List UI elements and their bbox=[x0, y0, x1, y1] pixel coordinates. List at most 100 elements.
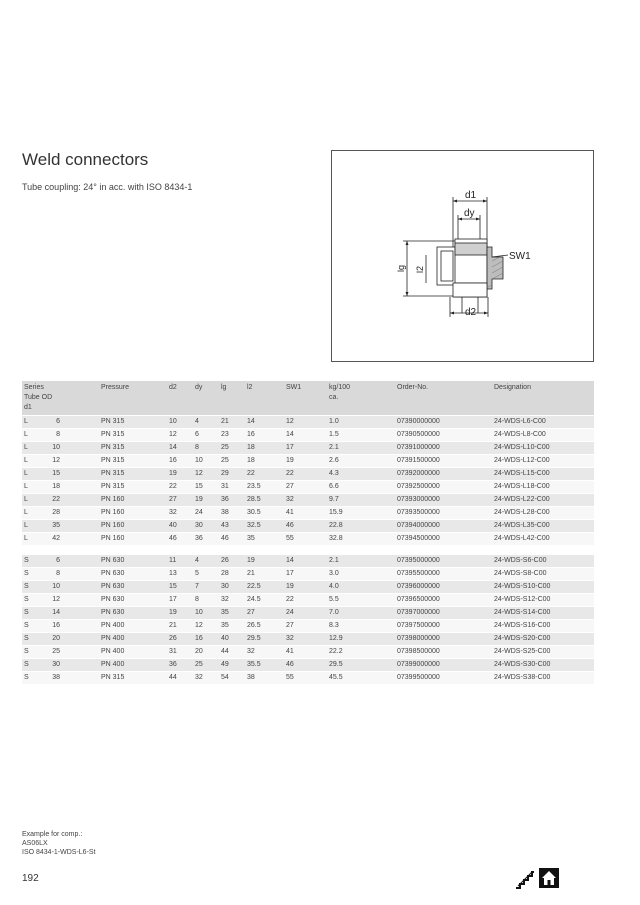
cell-weight: 8.3 bbox=[329, 622, 339, 629]
table-group-spacer bbox=[22, 546, 594, 555]
cell-series: L bbox=[24, 522, 28, 529]
cell-dy: 24 bbox=[195, 509, 203, 516]
cell-series: L bbox=[24, 418, 28, 425]
cell-d2: 22 bbox=[169, 483, 177, 490]
cell-d2: 40 bbox=[169, 522, 177, 529]
cell-pressure: PN 315 bbox=[101, 444, 125, 451]
cell-order-no: 07392500000 bbox=[397, 483, 440, 490]
cell-lg: 46 bbox=[221, 535, 229, 542]
cell-pressure: PN 630 bbox=[101, 596, 125, 603]
cell-pressure: PN 400 bbox=[101, 635, 125, 642]
cell-weight: 45.5 bbox=[329, 674, 343, 681]
stairs-icon[interactable] bbox=[515, 869, 535, 889]
cell-d2: 26 bbox=[169, 635, 177, 642]
cell-dy: 15 bbox=[195, 483, 203, 490]
cell-weight: 2.1 bbox=[329, 444, 339, 451]
cell-pressure: PN 315 bbox=[101, 483, 125, 490]
l2-label: l2 bbox=[415, 266, 425, 273]
cell-sw1: 27 bbox=[286, 483, 294, 490]
cell-series: S bbox=[24, 674, 29, 681]
weld-connector-drawing: d1 dy SW1 d2 lg l2 bbox=[396, 190, 531, 318]
cell-designation: 24-WDS-S16-C00 bbox=[494, 622, 551, 629]
cell-series: L bbox=[24, 444, 28, 451]
cell-designation: 24-WDS-L12-C00 bbox=[494, 457, 550, 464]
cell-pressure: PN 315 bbox=[101, 457, 125, 464]
cell-pressure: PN 160 bbox=[101, 509, 125, 516]
cell-order-no: 07397000000 bbox=[397, 609, 440, 616]
cell-pressure: PN 315 bbox=[101, 418, 125, 425]
sw1-leader-line bbox=[491, 254, 509, 258]
cell-designation: 24-WDS-S14-C00 bbox=[494, 609, 551, 616]
cell-sw1: 32 bbox=[286, 635, 294, 642]
cell-order-no: 07394000000 bbox=[397, 522, 440, 529]
cell-l2: 35 bbox=[247, 535, 255, 542]
cell-sw1: 46 bbox=[286, 661, 294, 668]
cell-lg: 43 bbox=[221, 522, 229, 529]
cell-weight: 4.3 bbox=[329, 470, 339, 477]
cell-weight: 15.9 bbox=[329, 509, 343, 516]
cell-lg: 26 bbox=[221, 557, 229, 564]
header-lg: lg bbox=[221, 384, 227, 391]
cell-dy: 32 bbox=[195, 674, 203, 681]
cell-dy: 12 bbox=[195, 622, 203, 629]
cell-series: L bbox=[24, 496, 28, 503]
cell-d2: 14 bbox=[169, 444, 177, 451]
cell-d2: 32 bbox=[169, 509, 177, 516]
cell-weight: 29.5 bbox=[329, 661, 343, 668]
cell-weight: 4.0 bbox=[329, 583, 339, 590]
cell-d2: 31 bbox=[169, 648, 177, 655]
cell-order-no: 07393500000 bbox=[397, 509, 440, 516]
cell-l2: 38 bbox=[247, 674, 255, 681]
cell-d2: 11 bbox=[169, 557, 177, 564]
page-title: Weld connectors bbox=[22, 150, 149, 169]
cell-dy: 7 bbox=[195, 583, 199, 590]
cell-order-no: 07396000000 bbox=[397, 583, 440, 590]
cell-l2: 26.5 bbox=[247, 622, 261, 629]
cell-d2: 21 bbox=[169, 622, 177, 629]
cell-tube-od: 20 bbox=[52, 635, 60, 642]
cell-pressure: PN 630 bbox=[101, 583, 125, 590]
cell-series: L bbox=[24, 431, 28, 438]
cell-series: S bbox=[24, 609, 29, 616]
cell-series: S bbox=[24, 570, 29, 577]
cell-sw1: 55 bbox=[286, 674, 294, 681]
cell-weight: 5.5 bbox=[329, 596, 339, 603]
cell-lg: 30 bbox=[221, 583, 229, 590]
cell-dy: 4 bbox=[195, 557, 199, 564]
cell-designation: 24-WDS-L35-C00 bbox=[494, 522, 550, 529]
cell-tube-od: 42 bbox=[52, 535, 60, 542]
cell-designation: 24-WDS-S8-C00 bbox=[494, 570, 547, 577]
cell-designation: 24-WDS-S12-C00 bbox=[494, 596, 551, 603]
cell-tube-od: 15 bbox=[52, 470, 60, 477]
cell-l2: 32.5 bbox=[247, 522, 261, 529]
cell-tube-od: 10 bbox=[52, 444, 60, 451]
cell-dy: 4 bbox=[195, 418, 199, 425]
cell-l2: 29.5 bbox=[247, 635, 261, 642]
cell-dy: 16 bbox=[195, 635, 203, 642]
cell-l2: 18 bbox=[247, 457, 255, 464]
cell-tube-od: 18 bbox=[52, 483, 60, 490]
cell-l2: 19 bbox=[247, 557, 255, 564]
cell-sw1: 17 bbox=[286, 444, 294, 451]
cell-series: L bbox=[24, 457, 28, 464]
cell-weight: 6.6 bbox=[329, 483, 339, 490]
cell-series: S bbox=[24, 583, 29, 590]
cell-l2: 24.5 bbox=[247, 596, 261, 603]
cell-dy: 10 bbox=[195, 457, 203, 464]
home-icon[interactable] bbox=[539, 868, 559, 888]
cell-order-no: 07391000000 bbox=[397, 444, 440, 451]
cell-dy: 8 bbox=[195, 596, 199, 603]
cell-order-no: 07391500000 bbox=[397, 457, 440, 464]
cell-order-no: 07394500000 bbox=[397, 535, 440, 542]
cell-series: S bbox=[24, 661, 29, 668]
cell-pressure: PN 400 bbox=[101, 622, 125, 629]
cell-sw1: 41 bbox=[286, 509, 294, 516]
header-series: Series Tube OD d1 bbox=[24, 384, 53, 411]
cell-order-no: 07393000000 bbox=[397, 496, 440, 503]
